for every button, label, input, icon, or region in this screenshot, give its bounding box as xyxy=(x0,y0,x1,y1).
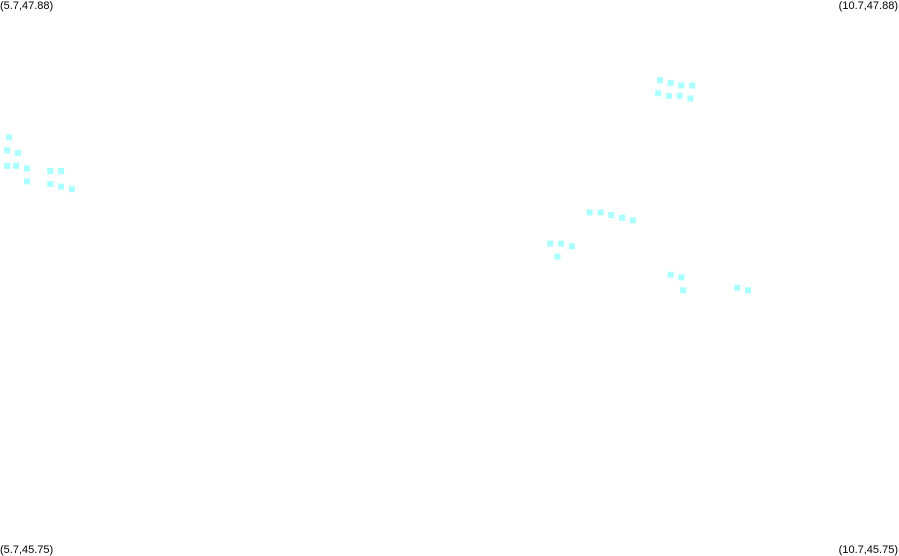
location-marker xyxy=(554,253,561,260)
location-marker xyxy=(619,214,626,221)
location-marker xyxy=(656,77,663,84)
location-marker xyxy=(68,186,75,193)
location-marker xyxy=(4,162,11,169)
location-marker xyxy=(734,284,741,291)
location-marker xyxy=(665,92,672,99)
location-marker xyxy=(47,181,54,187)
location-marker xyxy=(680,287,687,294)
location-marker xyxy=(58,183,65,190)
location-marker xyxy=(586,209,593,216)
corner-label-top-left: (5.7,47.88) xyxy=(0,0,54,12)
location-marker xyxy=(689,82,696,89)
corner-label-bottom-right: (10.7,45.75) xyxy=(838,544,898,556)
location-marker xyxy=(687,95,694,102)
corner-label-bottom-left: (5.7,45.75) xyxy=(0,544,54,556)
location-marker xyxy=(678,274,685,281)
location-marker xyxy=(6,134,12,141)
location-marker xyxy=(667,79,674,86)
location-marker xyxy=(13,162,20,169)
location-marker xyxy=(597,209,604,216)
location-marker xyxy=(58,168,65,174)
location-marker xyxy=(558,240,564,247)
corner-label-top-right: (10.7,47.88) xyxy=(838,0,898,12)
location-marker xyxy=(678,82,685,89)
location-marker xyxy=(24,165,30,172)
location-marker xyxy=(24,178,30,185)
location-marker xyxy=(47,168,54,174)
location-marker xyxy=(15,149,21,156)
location-marker xyxy=(629,217,636,224)
location-marker xyxy=(655,90,662,97)
location-marker xyxy=(608,212,615,219)
location-marker xyxy=(4,147,11,154)
location-marker xyxy=(547,240,554,247)
location-marker xyxy=(745,287,751,294)
location-marker xyxy=(667,271,674,278)
location-marker xyxy=(568,243,575,250)
location-marker xyxy=(676,92,683,99)
